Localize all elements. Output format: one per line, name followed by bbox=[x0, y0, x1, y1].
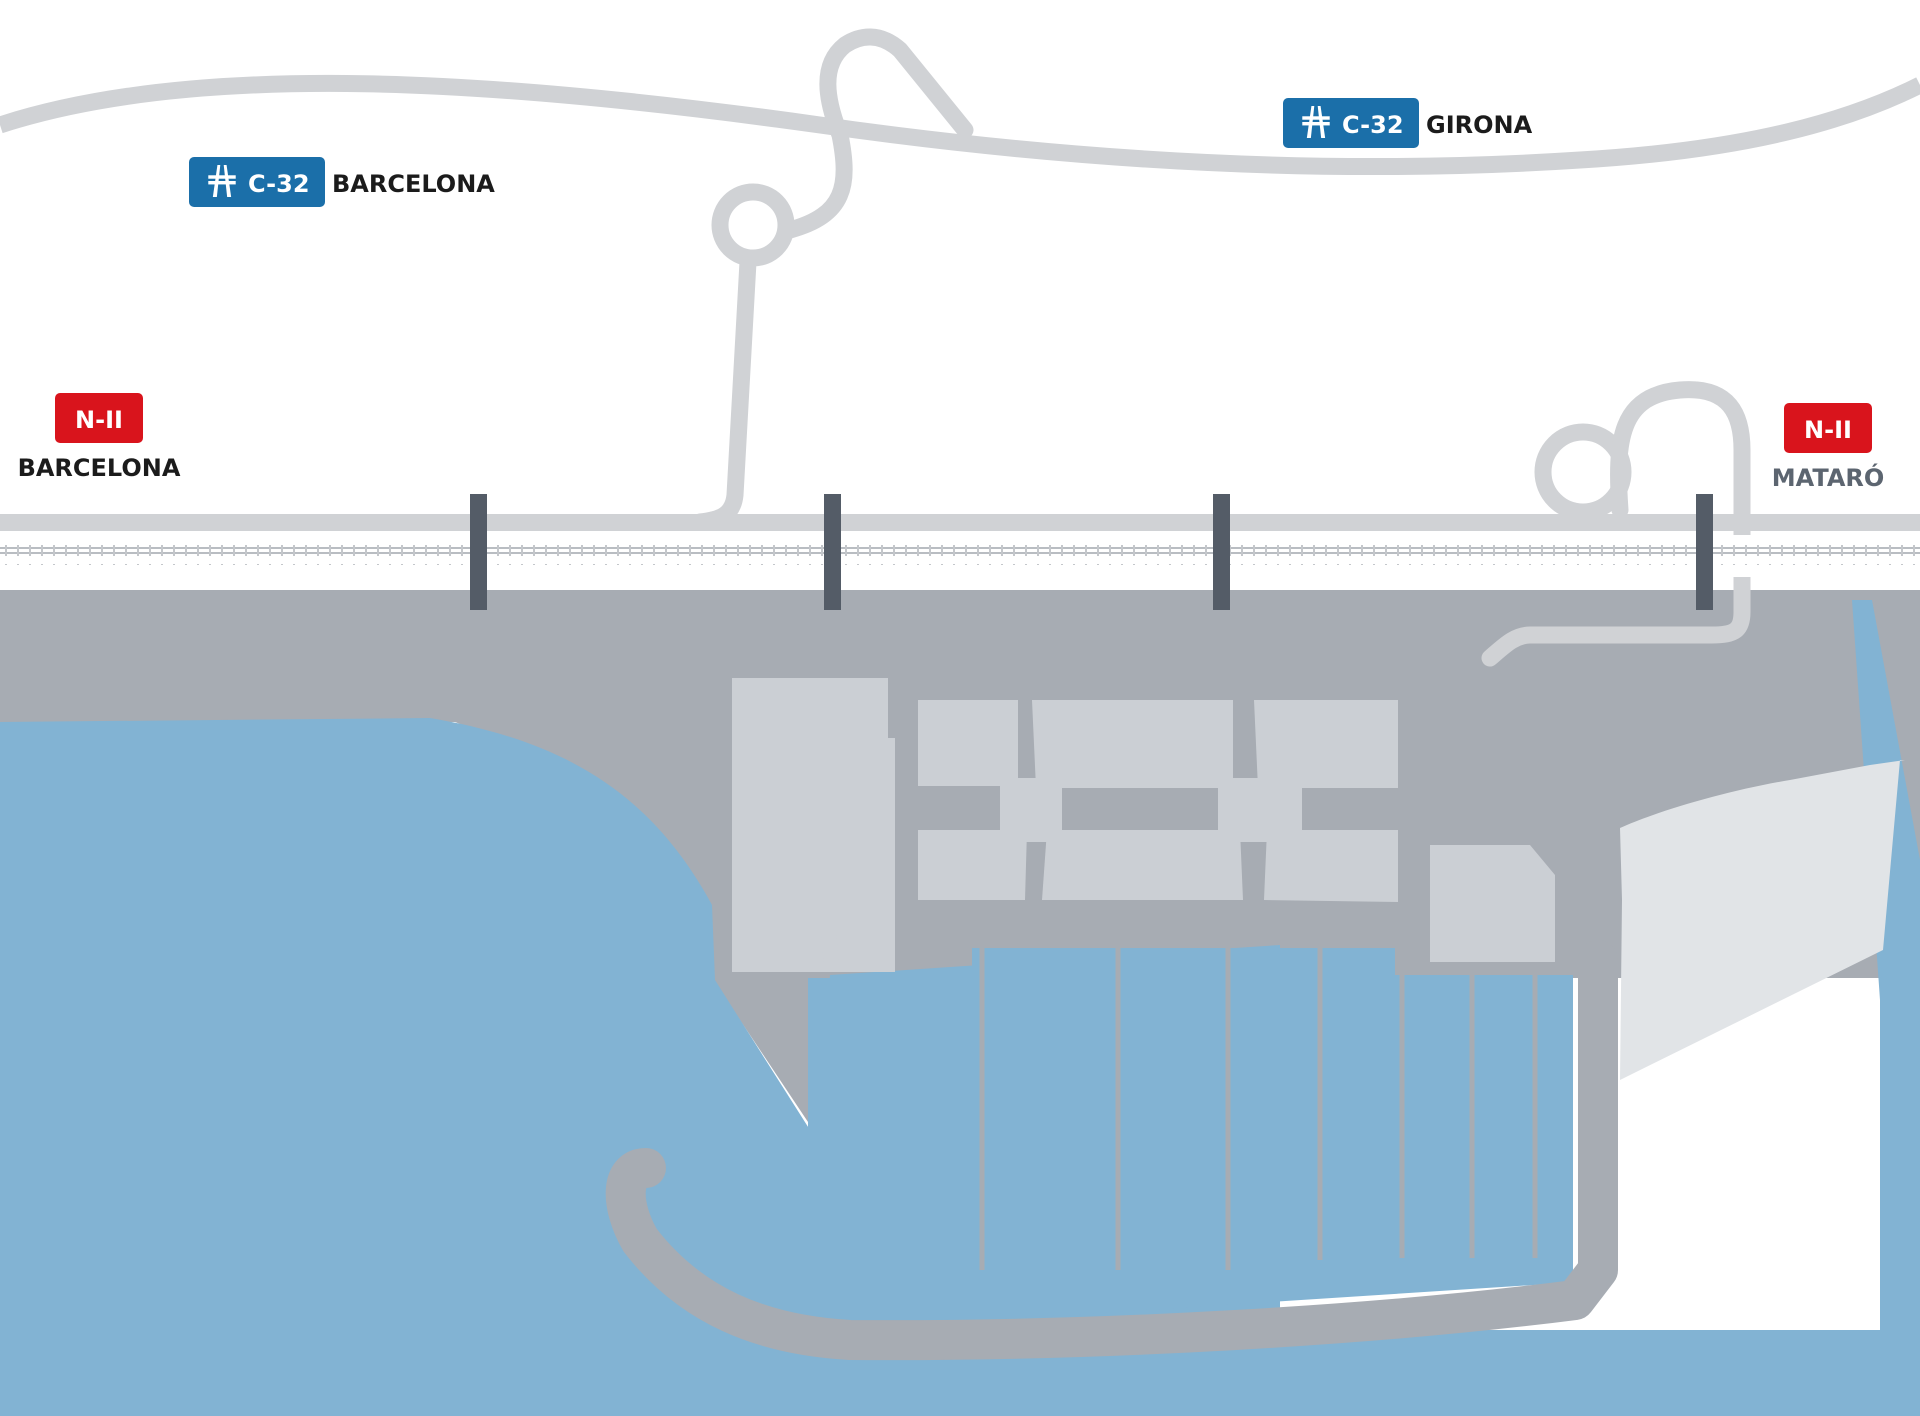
c32-barcelona-road-label: C-32 bbox=[248, 170, 310, 198]
slipway bbox=[820, 925, 840, 972]
c32-girona-road-label: C-32 bbox=[1342, 111, 1404, 139]
building-corner bbox=[1430, 845, 1555, 962]
c32-barcelona-destination: BARCELONA bbox=[332, 170, 495, 198]
port-land bbox=[0, 590, 1920, 1416]
building-link-west bbox=[1000, 778, 1062, 842]
marina-piers bbox=[979, 948, 1538, 1270]
n2-mataro-sign: N-II MATARÓ bbox=[1772, 403, 1885, 492]
c32-barcelona-sign: C-32 BARCELONA bbox=[189, 157, 495, 207]
beach bbox=[1620, 760, 1905, 1080]
building-block-ne bbox=[1254, 700, 1398, 788]
c32-girona-sign: C-32 GIRONA bbox=[1283, 98, 1533, 148]
n2-road bbox=[0, 514, 1920, 531]
railway-tracks bbox=[0, 545, 1920, 565]
c32-interchange bbox=[781, 28, 974, 239]
c32-girona-destination: GIRONA bbox=[1426, 111, 1533, 139]
building-block-nc bbox=[1032, 700, 1233, 788]
n2-mataro-destination: MATARÓ bbox=[1772, 462, 1885, 492]
building-block-nw bbox=[918, 700, 1018, 786]
link-road bbox=[691, 253, 757, 531]
east-access-road bbox=[1481, 381, 1751, 667]
roundabout-north bbox=[711, 183, 795, 267]
warehouse-building bbox=[732, 678, 895, 972]
marina-basin-water bbox=[808, 948, 1580, 1330]
n2-barcelona-road-label: N-II bbox=[75, 406, 123, 434]
building-block-se bbox=[1264, 830, 1398, 902]
n2-barcelona-sign: N-II BARCELONA bbox=[18, 393, 181, 482]
breakwater bbox=[605, 940, 1618, 1361]
outer-sea-water bbox=[0, 1330, 1920, 1416]
building-link-east bbox=[1218, 778, 1302, 842]
building-block-sc bbox=[1042, 830, 1243, 900]
port-buildings bbox=[732, 678, 1555, 972]
n2-mataro-road-label: N-II bbox=[1804, 416, 1852, 444]
building-block-sw bbox=[918, 830, 1027, 900]
n2-barcelona-destination: BARCELONA bbox=[18, 454, 181, 482]
rail-crossings bbox=[470, 494, 1713, 610]
c32-motorway bbox=[0, 74, 1920, 176]
